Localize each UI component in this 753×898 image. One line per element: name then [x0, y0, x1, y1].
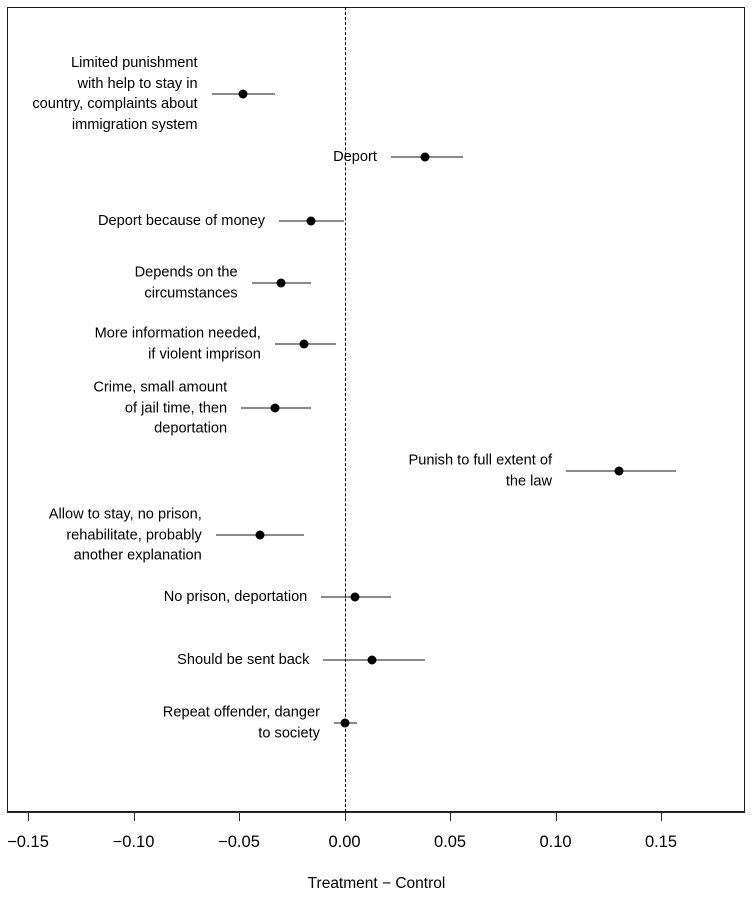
row-label: Deport	[333, 148, 377, 165]
plot-panel	[7, 7, 745, 812]
x-tick-label-5: 0.10	[539, 833, 572, 851]
row-label: Crime, small amount of jail time, then d…	[93, 379, 228, 437]
estimate-point	[299, 339, 309, 349]
estimate-point	[276, 278, 286, 288]
row-label: Punish to full extent of the law	[408, 452, 553, 490]
row-label: No prison, deportation	[163, 588, 308, 605]
row-label: Repeat offender, danger to society	[162, 704, 320, 742]
estimate-point	[340, 718, 349, 728]
x-tick-label-3: 0.00	[328, 833, 361, 851]
estimate-point	[255, 530, 265, 540]
row-label: More information needed, if violent impr…	[94, 325, 261, 363]
row-label: Allow to stay, no prison, rehabilitate, …	[48, 506, 202, 564]
x-axis-line	[7, 812, 745, 813]
estimate-point	[270, 403, 280, 413]
x-tick-1	[133, 812, 135, 821]
zero-reference-line	[344, 7, 346, 812]
estimate-point	[306, 216, 316, 226]
estimate-point	[367, 655, 377, 665]
x-tick-label-0: −0.15	[7, 833, 49, 851]
estimate-point	[238, 89, 248, 99]
estimate-point	[420, 152, 430, 162]
row-label: Should be sent back	[177, 651, 310, 668]
x-tick-5	[555, 812, 557, 821]
x-tick-label-6: 0.15	[644, 833, 678, 851]
x-tick-0	[28, 812, 29, 821]
estimate-point	[350, 592, 360, 602]
row-label: Limited punishment with help to stay in …	[32, 55, 198, 133]
x-tick-label-4: 0.05	[433, 833, 467, 851]
row-label: Depends on the circumstances	[134, 264, 238, 302]
x-tick-label-1: −0.10	[112, 833, 155, 851]
x-axis-title: Treatment − Control	[307, 875, 446, 892]
row-label: Deport because of money	[97, 212, 266, 229]
estimate-point	[614, 466, 624, 476]
x-tick-4	[450, 812, 451, 821]
x-tick-6	[661, 812, 662, 821]
x-tick-3	[344, 812, 346, 821]
x-tick-2	[239, 812, 240, 821]
x-tick-label-2: −0.05	[218, 833, 260, 851]
